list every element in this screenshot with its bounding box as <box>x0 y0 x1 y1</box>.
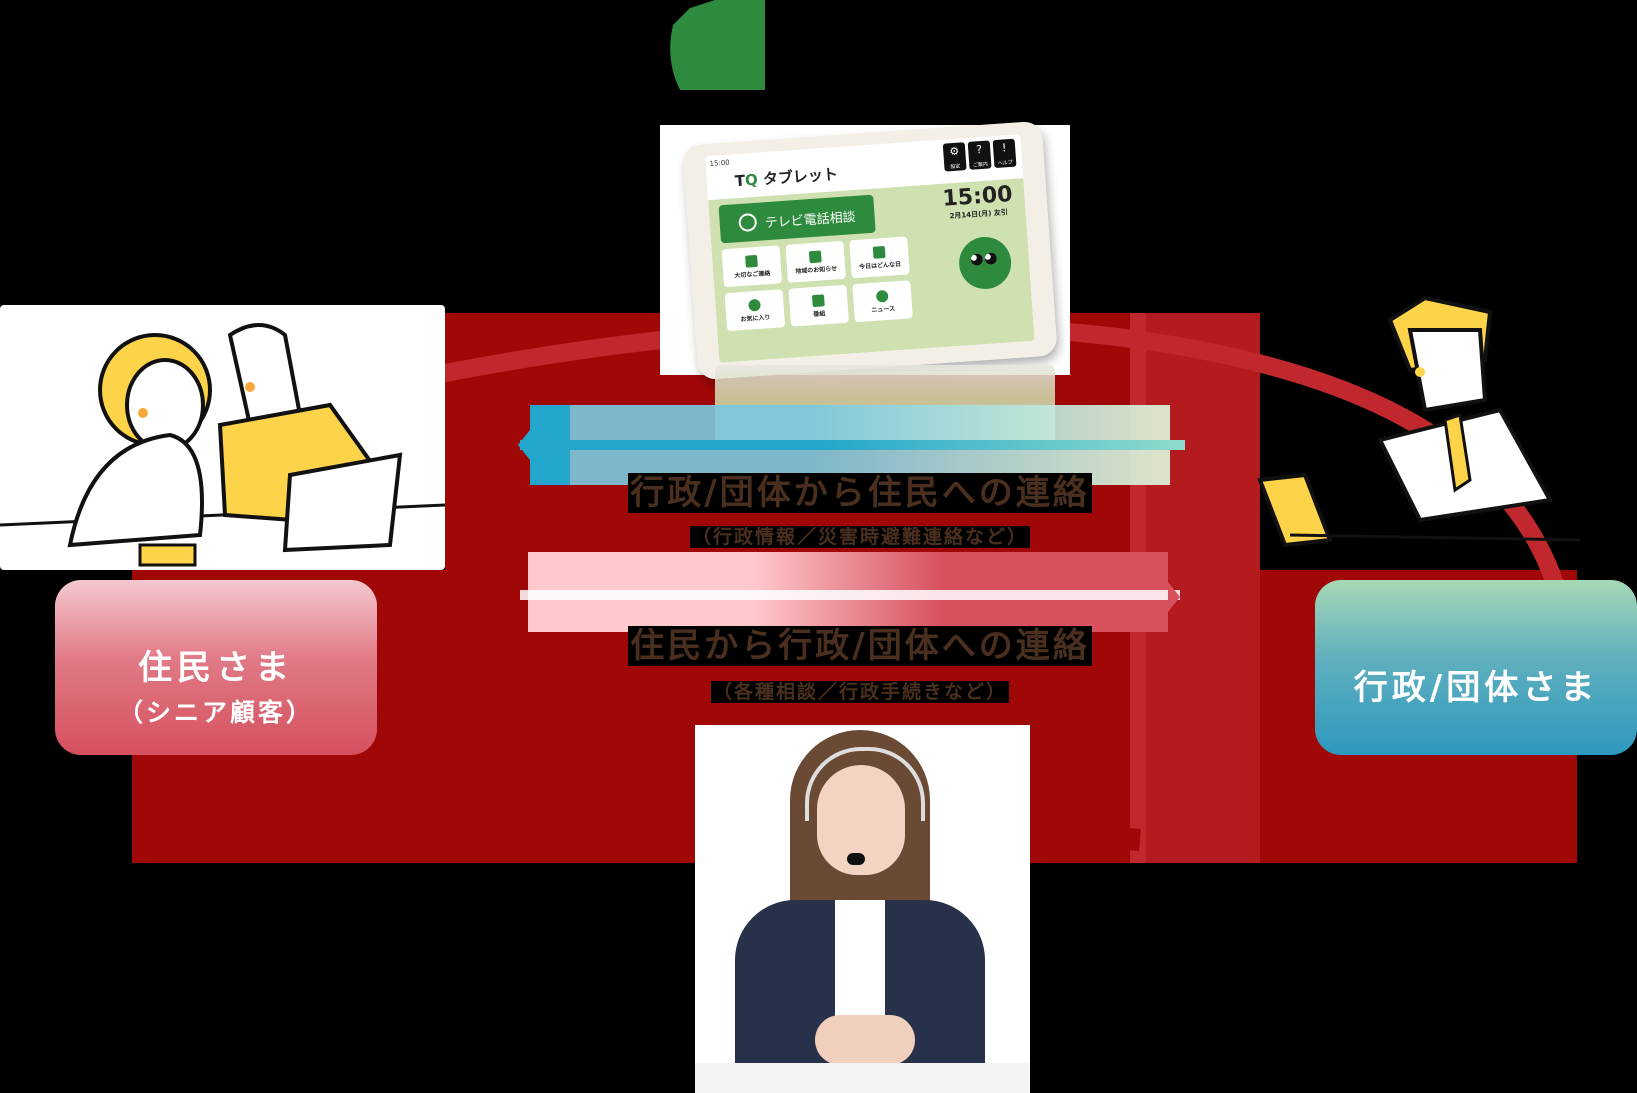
tile-local-news[interactable]: 地域のお知らせ <box>785 240 846 283</box>
arrow-line <box>520 590 1180 600</box>
brand-q: Q <box>744 170 759 190</box>
tile-grid: 大切なご連絡 地域のお知らせ 今日はどんな日 お気に入り 番組 ニュース <box>721 236 917 332</box>
arrow-left-icon <box>518 430 530 460</box>
resident-sublabel-text: （シニア顧客） <box>117 698 314 727</box>
tv-call-button[interactable]: テレビ電話相談 <box>718 194 876 244</box>
tile-label: 地域のお知らせ <box>795 264 838 275</box>
flow-headline-resident-to-gov: 住民から行政/団体への連絡 <box>580 618 1140 667</box>
arrow-line <box>520 440 1185 450</box>
operator-photo <box>695 725 1030 1093</box>
tile-today[interactable]: 今日はどんな日 <box>849 236 910 279</box>
flow-detail-resident-to-gov: （各種相談／行政手続きなど） <box>670 677 1050 704</box>
guide-button[interactable]: ? ご案内 <box>967 140 992 170</box>
tile-label: 番組 <box>813 309 826 318</box>
tq-tablet: 15:00 TQ タブレット ⚙ 設定 ? ご案内 ! ヘルプ テレビ電話相談 15:… <box>682 120 1058 381</box>
tile-programs[interactable]: 番組 <box>788 284 849 327</box>
mascot-icon <box>957 235 1013 291</box>
tile-label: お気に入り <box>740 313 771 323</box>
tile-important[interactable]: 大切なご連絡 <box>721 245 783 288</box>
operator-face-icon <box>738 212 758 233</box>
tile-label: 今日はどんな日 <box>858 260 902 271</box>
government-label-text: 行政/団体さま <box>1353 668 1599 708</box>
government-label: 行政/団体さま <box>1315 580 1637 755</box>
calendar-icon <box>872 245 886 259</box>
tablet-brand: TQ タブレット <box>734 163 838 191</box>
desk <box>695 1063 1030 1093</box>
heart-icon <box>748 298 761 312</box>
document-icon <box>808 249 822 263</box>
flow-detail-gov-to-resident: （行政情報／災害時避難連絡など） <box>640 522 1080 549</box>
tile-label: 大切なご連絡 <box>734 269 771 280</box>
tile-label: ニュース <box>871 304 896 314</box>
detail-text: （行政情報／災害時避難連絡など） <box>689 526 1030 548</box>
official-illustration <box>1250 290 1637 555</box>
guide-label: ご案内 <box>972 161 989 169</box>
settings-button[interactable]: ⚙ 設定 <box>942 142 967 172</box>
tablet-home: テレビ電話相談 15:00 2月14日(月) 友引 大切なご連絡 地域のお知らせ… <box>708 178 1035 363</box>
gear-icon: ⚙ <box>948 144 960 159</box>
tile-favorites[interactable]: お気に入り <box>724 289 786 332</box>
microphone-icon <box>847 853 865 865</box>
headline-text: 住民から行政/団体への連絡 <box>628 626 1092 666</box>
seniors-illustration <box>0 305 445 570</box>
question-icon: ? <box>975 142 983 157</box>
header-buttons: ⚙ 設定 ? ご案内 ! ヘルプ <box>942 138 1017 172</box>
clock: 15:00 2月14日(月) 友引 <box>942 182 1014 222</box>
tile-news[interactable]: ニュース <box>852 280 913 323</box>
settings-label: 設定 <box>950 163 961 171</box>
monitor-icon <box>811 293 825 307</box>
arrow-right-icon <box>1168 582 1180 612</box>
status-time: 15:00 <box>709 158 730 168</box>
operator-hands <box>815 1015 915 1065</box>
news-icon <box>875 289 889 303</box>
exclamation-icon: ! <box>1001 141 1007 155</box>
tablet-screen: 15:00 TQ タブレット ⚙ 設定 ? ご案内 ! ヘルプ テレビ電話相談 15:… <box>705 134 1035 363</box>
headline-text: 行政/団体から住民への連絡 <box>628 473 1092 513</box>
help-button[interactable]: ! ヘルプ <box>992 138 1017 169</box>
flow-headline-gov-to-resident: 行政/団体から住民への連絡 <box>580 465 1140 514</box>
detail-text: （各種相談／行政手続きなど） <box>710 681 1009 703</box>
resident-label: 住民さま （シニア顧客） <box>55 580 377 755</box>
tq-logo-icon <box>670 0 765 90</box>
resident-label-text: 住民さま <box>138 648 294 688</box>
brand-name: タブレット <box>762 165 839 189</box>
help-label: ヘルプ <box>997 159 1013 167</box>
tv-call-label: テレビ電話相談 <box>764 209 857 231</box>
megaphone-icon <box>745 254 758 268</box>
